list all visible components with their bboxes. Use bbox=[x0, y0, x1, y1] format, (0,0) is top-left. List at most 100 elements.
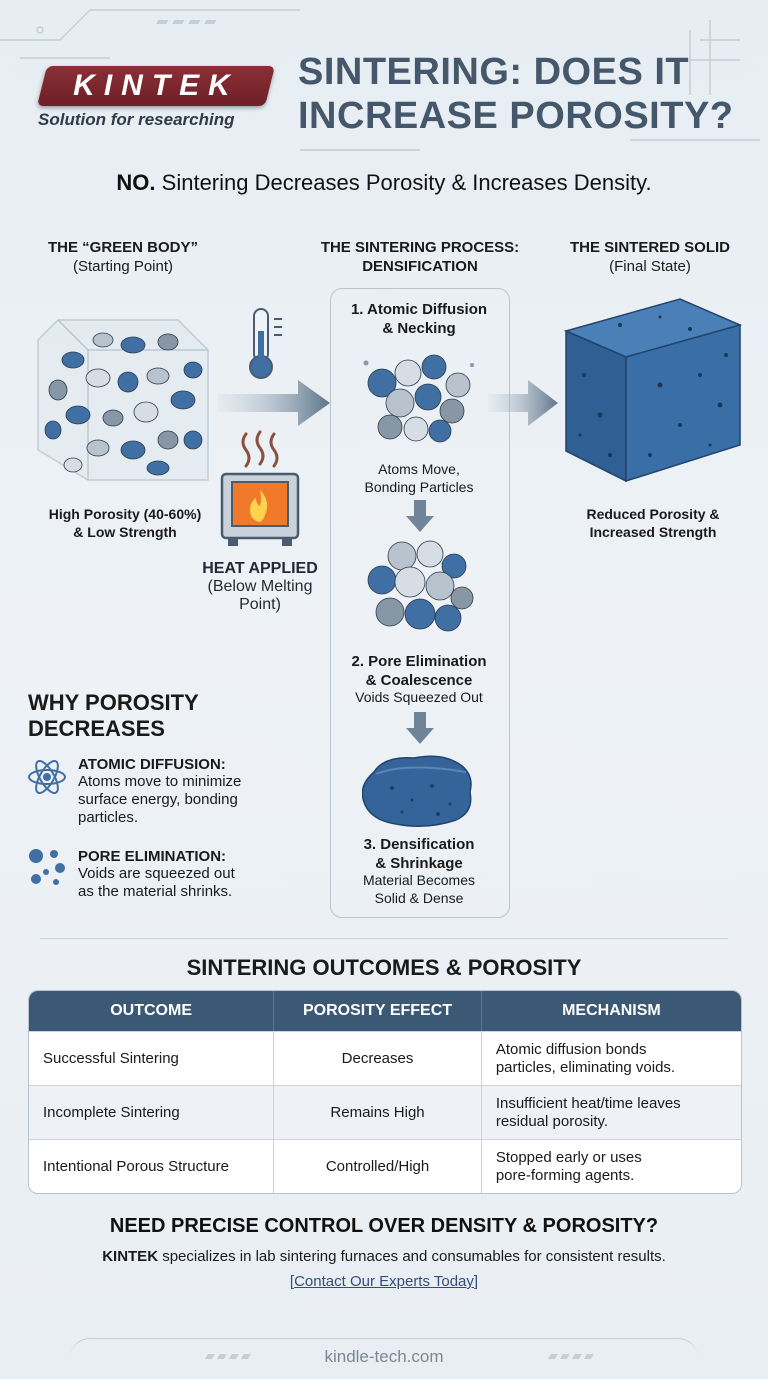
tagline: Solution for researching bbox=[38, 110, 235, 129]
thermometer-icon bbox=[249, 308, 282, 379]
subtitle-rest: Sintering Decreases Porosity & Increases… bbox=[155, 170, 652, 195]
heat-label-block: HEAT APPLIED (Below Melting Point) bbox=[190, 560, 330, 614]
pores-dots-icon bbox=[29, 849, 65, 885]
step1-title: 1. Atomic Diffusion & Necking bbox=[330, 300, 508, 338]
cell-effect: Decreases bbox=[274, 1031, 482, 1085]
dense-block-illustration bbox=[362, 755, 472, 827]
heat-sub-line-1: (Below Melting bbox=[207, 578, 313, 595]
cell-outcome: Incomplete Sintering bbox=[29, 1085, 275, 1139]
arrow-right-icon bbox=[218, 380, 330, 426]
sintered-caption-line-2: Increased Strength bbox=[589, 524, 717, 540]
why-title: WHY POROSITY DECREASES bbox=[28, 690, 199, 742]
logo-text: KINTEK bbox=[73, 69, 239, 102]
step1-description: Atoms Move, Bonding Particles bbox=[330, 460, 508, 496]
step2-title-line-2: & Coalescence bbox=[365, 672, 473, 689]
header-porosity-effect: POROSITY EFFECT bbox=[274, 991, 482, 1031]
outcomes-table: OUTCOME POROSITY EFFECT MECHANISM Succes… bbox=[28, 990, 742, 1194]
process-heading-line-1: THE SINTERING PROCESS: bbox=[320, 239, 520, 256]
cta-text: KINTEK specializes in lab sintering furn… bbox=[0, 1248, 768, 1265]
why-title-line-1: WHY POROSITY bbox=[28, 690, 199, 715]
why-item-pore-elimination: PORE ELIMINATION: Voids are squeezed out… bbox=[78, 848, 298, 901]
section-divider bbox=[40, 938, 728, 939]
sintered-caption-line-1: Reduced Porosity & bbox=[586, 506, 720, 522]
arrow-down-icon bbox=[406, 500, 434, 532]
page-title: SINTERING: DOES IT INCREASE POROSITY? bbox=[298, 50, 758, 138]
sintered-sub: (Final State) bbox=[609, 258, 691, 275]
arrow-down-icon-2 bbox=[406, 712, 434, 744]
why-title-line-2: DECREASES bbox=[28, 716, 165, 741]
cta-brand: KINTEK bbox=[102, 1248, 159, 1265]
footer-site[interactable]: kindle-tech.com bbox=[324, 1347, 444, 1366]
step3-desc-line-2: Solid & Dense bbox=[374, 890, 464, 906]
why-item2-line-1: Voids are squeezed out bbox=[78, 865, 235, 882]
green-body-sub: (Starting Point) bbox=[72, 258, 174, 275]
cell-effect: Controlled/High bbox=[274, 1139, 482, 1193]
green-body-caption-line-2: & Low Strength bbox=[73, 524, 177, 540]
arrow-right-icon-2 bbox=[488, 380, 558, 426]
necking-particles-illustration bbox=[363, 354, 474, 443]
footer-stripes-right bbox=[548, 1354, 594, 1359]
title-line-1: SINTERING: DOES IT bbox=[298, 51, 690, 93]
decorative-circuit-lines bbox=[0, 9, 760, 151]
step3-title-line-1: 3. Densification bbox=[363, 836, 475, 853]
mechanism-line-1: Atomic diffusion bonds bbox=[495, 1040, 647, 1058]
heat-label: HEAT APPLIED bbox=[202, 560, 318, 577]
cta-title: NEED PRECISE CONTROL OVER DENSITY & PORO… bbox=[109, 1215, 659, 1237]
step1-desc-line-2: Bonding Particles bbox=[364, 479, 474, 495]
green-body-heading: THE “GREEN BODY” bbox=[47, 239, 198, 256]
mechanism-line-1: Insufficient heat/time leaves bbox=[495, 1094, 681, 1112]
step1-desc-line-1: Atoms Move, bbox=[378, 461, 460, 477]
mechanism-line-2: pore-forming agents. bbox=[495, 1166, 635, 1184]
cell-effect: Remains High bbox=[274, 1085, 482, 1139]
sintered-heading: THE SINTERED SOLID bbox=[569, 239, 730, 256]
process-heading: THE SINTERING PROCESS: DENSIFICATION bbox=[290, 238, 550, 276]
step1-title-line-1: 1. Atomic Diffusion bbox=[350, 301, 488, 318]
step2-title-line-1: 2. Pore Elimination bbox=[351, 653, 487, 670]
cell-outcome: Successful Sintering bbox=[29, 1031, 275, 1085]
sintered-caption: Reduced Porosity & Increased Strength bbox=[540, 505, 766, 541]
step2-title: 2. Pore Elimination & Coalescence bbox=[330, 652, 508, 690]
coalescence-particles-illustration bbox=[367, 540, 474, 632]
process-steps-panel bbox=[330, 288, 510, 918]
contact-experts-link[interactable]: [Contact Our Experts Today] bbox=[289, 1273, 479, 1290]
sintered-cube-illustration bbox=[563, 298, 743, 483]
step3-desc-line-1: Material Becomes bbox=[362, 872, 476, 888]
title-line-2: INCREASE POROSITY? bbox=[298, 95, 734, 137]
outcomes-title: SINTERING OUTCOMES & POROSITY bbox=[186, 955, 582, 980]
step3-title-line-2: & Shrinkage bbox=[375, 855, 463, 872]
why-item2-head: PORE ELIMINATION: bbox=[78, 848, 227, 865]
cta-text-body: specializes in lab sintering furnaces an… bbox=[158, 1248, 666, 1265]
why-item-atomic-diffusion: ATOMIC DIFFUSION: Atoms move to minimize… bbox=[78, 756, 298, 827]
furnace-icon bbox=[220, 430, 300, 546]
footer-stripes-left bbox=[205, 1354, 251, 1359]
process-heading-line-2: DENSIFICATION bbox=[362, 258, 478, 275]
table-row: Successful Sintering Decreases Atomic di… bbox=[29, 1031, 741, 1085]
footer-band bbox=[70, 1338, 698, 1379]
step3-title: 3. Densification & Shrinkage bbox=[330, 835, 508, 873]
atom-icon bbox=[28, 760, 66, 794]
cell-outcome: Intentional Porous Structure bbox=[29, 1139, 275, 1193]
heat-sub-line-2: Point) bbox=[239, 596, 281, 613]
header-mechanism: MECHANISM bbox=[481, 991, 741, 1031]
green-body-cube-illustration bbox=[37, 319, 209, 481]
why-item2-line-2: as the material shrinks. bbox=[78, 883, 233, 900]
table-row: Incomplete Sintering Remains High Insuff… bbox=[29, 1085, 741, 1139]
mechanism-line-2: residual porosity. bbox=[495, 1112, 609, 1130]
table-row: Intentional Porous Structure Controlled/… bbox=[29, 1139, 741, 1193]
why-item1-head: ATOMIC DIFFUSION: bbox=[78, 756, 226, 773]
subtitle-strong: NO. bbox=[116, 170, 156, 195]
step1-title-line-2: & Necking bbox=[382, 320, 456, 337]
subtitle: NO. Sintering Decreases Porosity & Incre… bbox=[0, 170, 768, 196]
why-item1-line-3: particles. bbox=[78, 809, 139, 826]
step2-description: Voids Squeezed Out bbox=[355, 689, 483, 705]
mechanism-line-1: Stopped early or uses bbox=[495, 1148, 642, 1166]
why-item1-line-1: Atoms move to minimize bbox=[78, 773, 242, 790]
why-item1-line-2: surface energy, bonding bbox=[78, 791, 238, 808]
mechanism-line-2: particles, eliminating voids. bbox=[495, 1058, 676, 1076]
table-header-row: OUTCOME POROSITY EFFECT MECHANISM bbox=[29, 991, 741, 1031]
green-body-caption: High Porosity (40-60%) & Low Strength bbox=[10, 505, 240, 541]
green-body-caption-line-1: High Porosity (40-60%) bbox=[48, 506, 202, 522]
